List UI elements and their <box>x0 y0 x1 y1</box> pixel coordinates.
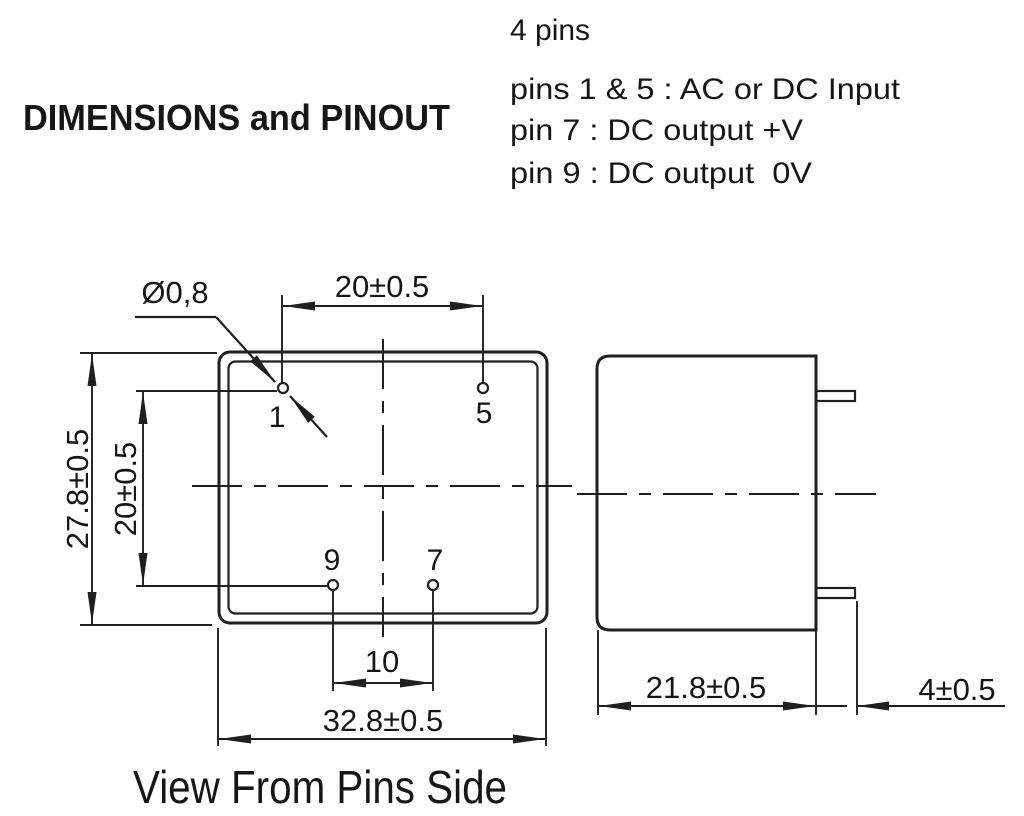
pin-9-hole <box>326 578 340 592</box>
front-view-pins: 1 5 9 7 <box>269 381 493 592</box>
dim-depth-label: 21.8±0.5 <box>646 670 766 705</box>
pinout-line-output-plus: pin 7 : DC output +V <box>510 114 803 147</box>
dim-bottom-pin-spacing: 10 <box>332 591 434 691</box>
pin-7-hole <box>426 578 440 592</box>
side-pin-top <box>814 389 857 403</box>
dim-pin-length: 4±0.5 <box>856 601 1005 715</box>
pin-1-label: 1 <box>269 401 286 434</box>
pinout-pin-count: 4 pins <box>510 14 590 47</box>
dim-bottom-pin-spacing-label: 10 <box>365 644 399 679</box>
view-caption: View From Pins Side <box>133 761 507 813</box>
pin-5-hole <box>476 381 490 395</box>
pin-diameter-callout: Ø0,8 <box>135 275 328 438</box>
dim-top-pin-spacing-label: 20±0.5 <box>335 269 430 304</box>
pin-9-label: 9 <box>324 544 341 577</box>
dim-depth: 21.8±0.5 <box>597 630 847 715</box>
leader-arrow-upper <box>215 316 276 383</box>
pinout-legend: 4 pins pins 1 & 5 : AC or DC Input pin 7… <box>510 14 901 190</box>
pin-7-label: 7 <box>427 544 444 577</box>
dim-vertical-pin-spacing-label: 20±0.5 <box>108 442 143 537</box>
dim-height: 27.8±0.5 <box>60 352 217 626</box>
dim-vertical-pin-spacing: 20±0.5 <box>108 390 327 587</box>
pin-5-label: 5 <box>476 397 493 430</box>
dim-width: 32.8±0.5 <box>217 628 547 746</box>
pin-diameter-label: Ø0,8 <box>141 275 208 310</box>
dim-pin-length-label: 4±0.5 <box>918 672 995 707</box>
pinout-line-input: pins 1 & 5 : AC or DC Input <box>510 73 901 106</box>
dim-top-pin-spacing: 20±0.5 <box>281 269 484 383</box>
leader-arrow-lower <box>289 395 328 438</box>
pin-1-hole <box>276 381 290 395</box>
dim-height-label: 27.8±0.5 <box>60 429 95 549</box>
side-pin-bottom <box>814 586 857 600</box>
page-title: DIMENSIONS and PINOUT <box>23 97 450 138</box>
pinout-line-output-0v: pin 9 : DC output 0V <box>510 157 812 190</box>
dim-width-label: 32.8±0.5 <box>323 703 443 738</box>
